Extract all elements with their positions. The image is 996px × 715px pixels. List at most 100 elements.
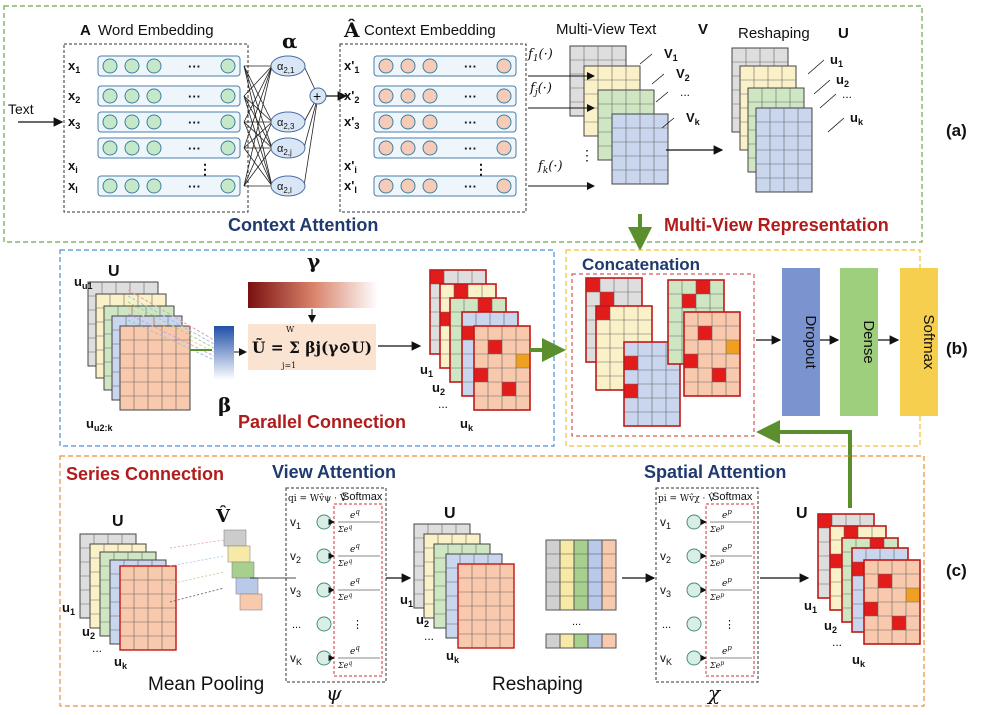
panel-c-u2-map-5 — [457, 563, 515, 649]
panel-b-output-stack — [429, 269, 531, 411]
view-attention-equation: qi = Wv̂ψ · V̂ — [288, 492, 347, 504]
alpha-edge — [243, 65, 273, 149]
reshape-label-line — [819, 93, 837, 109]
concat-map-3-highlight-0 — [624, 356, 638, 370]
panel-c-u-dots: ... — [92, 641, 102, 655]
alpha-edge — [243, 95, 273, 149]
word-embedding-cell — [146, 140, 162, 156]
formula-box — [248, 324, 376, 370]
panel-c-u3-map-2-highlight-0 — [844, 526, 858, 540]
panel-b-fan-line — [127, 313, 215, 357]
reshape-tail-3-bg — [573, 633, 589, 649]
word-embedding-cell — [102, 114, 118, 130]
context-embedding-cell — [378, 140, 394, 156]
multiview-view-line — [639, 53, 653, 65]
word-embedding-symbol: A — [80, 22, 91, 39]
multiview-view-line — [655, 91, 669, 103]
word-embedding-cell — [124, 140, 140, 156]
word-embedding-row-box — [97, 137, 241, 159]
vhat-link — [169, 555, 225, 567]
reshape-columns: ... — [545, 539, 617, 649]
panel-b-u2k-label: uu2:k — [86, 416, 113, 433]
context-embedding-row-dots: ··· — [464, 141, 477, 156]
spatial-attention-node — [686, 650, 702, 666]
context-embedding-row-box — [373, 175, 517, 197]
alpha-edge — [243, 147, 273, 187]
alpha-edge — [243, 95, 273, 123]
context-embedding-row-dots: ··· — [464, 179, 477, 194]
view-attention-node-label: v1 — [290, 515, 301, 531]
panel-b-out-map-4-highlight-0 — [462, 326, 476, 340]
reshape-tail-2 — [559, 633, 575, 649]
reshape-tail-4 — [587, 633, 603, 649]
reshape-column-2 — [559, 539, 575, 611]
word-embedding-row-box — [97, 85, 241, 107]
multiview-view-label: V1 — [664, 46, 678, 63]
word-embedding-row-box — [97, 111, 241, 133]
word-embedding-row-dots: ··· — [188, 89, 201, 104]
panel-b-out-label: u1 — [420, 362, 433, 379]
reshape-column-4-bg — [587, 539, 603, 611]
context-embedding-rows: ···············x'1x'2x'3x'ix'l⋮ — [344, 55, 517, 197]
panel-c-u2-symbol: U — [444, 505, 456, 522]
concat-map-5-highlight-3 — [712, 368, 726, 382]
view-attention-node-dots: ... — [292, 619, 301, 631]
panel-b-label: (b) — [946, 339, 968, 358]
view-attention-node — [316, 616, 332, 632]
reshape-label: u1 — [830, 52, 843, 69]
context-embedding-cell — [378, 88, 394, 104]
context-embedding-cell — [496, 58, 512, 74]
multiview-function-label: fj(·) — [529, 81, 552, 98]
view-attention-title: View Attention — [272, 462, 396, 482]
beta-symbol: β — [218, 393, 231, 417]
spatial-attention-frac-den: Σep — [709, 660, 724, 670]
panel-c-u3-map-border — [863, 559, 921, 645]
alpha-out-edge — [303, 95, 319, 187]
panel-c-frame — [59, 455, 925, 707]
context-embedding-cell — [496, 114, 512, 130]
word-embedding-cell — [102, 58, 118, 74]
view-attention-frac-dots: ⋮ — [352, 619, 363, 631]
reshape-column-4 — [587, 539, 603, 611]
panel-c-u3-map-5-highlight-2 — [906, 588, 920, 602]
gamma-bar — [248, 282, 378, 308]
dense-layer — [840, 268, 878, 416]
spatial-attention-frac-num: ep — [722, 576, 732, 589]
context-embedding-row-label: x'1 — [344, 58, 359, 75]
vhat-link — [169, 587, 225, 603]
view-attention-node — [316, 650, 332, 666]
context-embedding-cell — [378, 58, 394, 74]
reshape-tail-1 — [545, 633, 561, 649]
panel-a-frame — [3, 5, 923, 243]
reshape-label-line — [827, 117, 845, 133]
context-embedding-cell — [378, 178, 394, 194]
alpha-out-edge — [303, 95, 319, 149]
panel-c-u-label: u1 — [62, 600, 75, 617]
reshape-column-2-bg — [559, 539, 575, 611]
view-attention-box — [285, 487, 387, 683]
spatial-attention-frac-dots: ⋮ — [724, 619, 735, 631]
word-embedding-cell — [220, 178, 236, 194]
spatial-softmax-label: Softmax — [712, 491, 753, 503]
word-embedding-cell — [220, 88, 236, 104]
context-embedding-row-box — [373, 111, 517, 133]
concatenation-box — [571, 273, 755, 437]
word-embedding-row-label: x3 — [68, 114, 80, 131]
vhat-bar — [169, 529, 296, 611]
word-embedding-cell — [124, 114, 140, 130]
panel-c-u-stack — [79, 533, 177, 651]
spatial-attention-node — [686, 514, 702, 530]
concat-map-5-highlight-0 — [698, 326, 712, 340]
vhat-segment — [227, 545, 251, 563]
view-attention-frac-num: eq — [350, 576, 360, 589]
spatial-attention-title: Spatial Attention — [644, 462, 786, 482]
word-embedding-cell — [102, 140, 118, 156]
spatial-attention-frac-den: Σep — [709, 592, 724, 602]
alpha-edge — [243, 65, 273, 187]
panel-c-u3-map-5-highlight-1 — [864, 602, 878, 616]
context-embedding-row-box — [373, 55, 517, 77]
view-attention-node-label: v3 — [290, 583, 301, 599]
view-attention-frac-num: eq — [350, 644, 360, 657]
concat-map-4-highlight-0 — [682, 294, 696, 308]
context-embedding-cell — [400, 88, 416, 104]
